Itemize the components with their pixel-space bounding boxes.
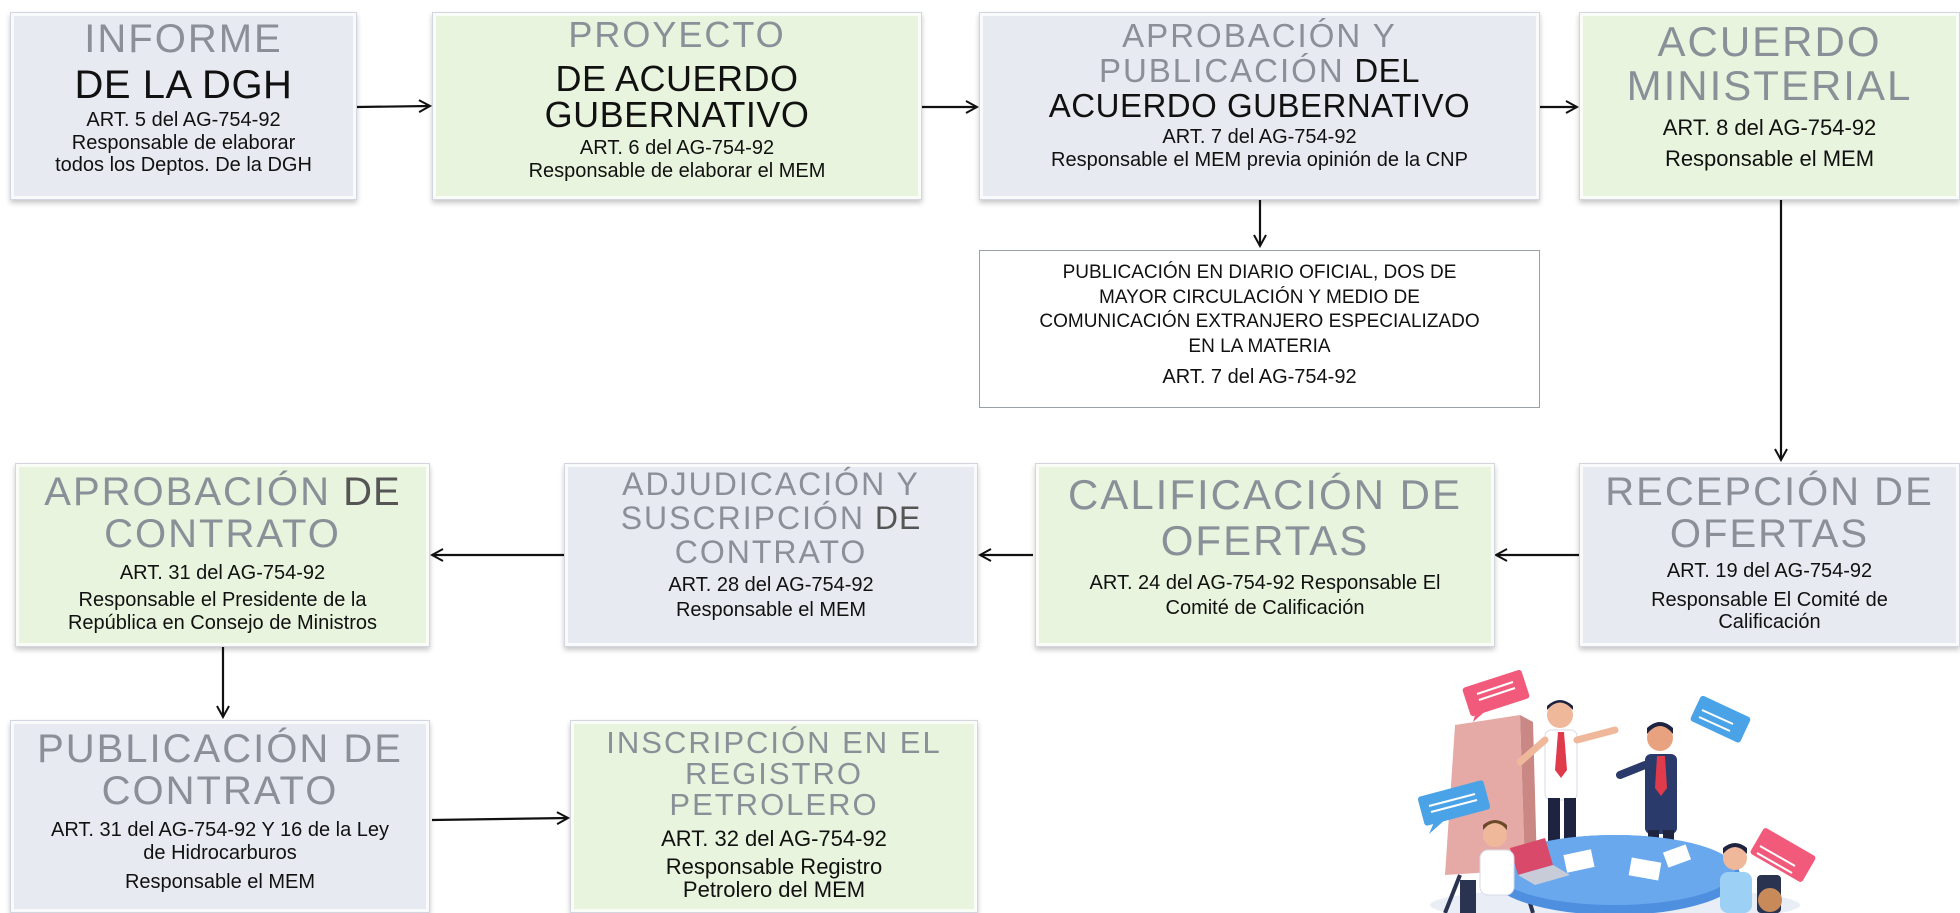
box-title-light: OFERTAS [1160, 517, 1370, 564]
box-title-light: RECEPCIÓN DE [1605, 470, 1934, 514]
calificacion-ofertas-box: CALIFICACIÓN DE OFERTAS ART. 24 del AG-7… [1035, 463, 1495, 647]
box-title-light: INSCRIPCIÓN EN EL [606, 725, 942, 760]
box-line: Calificación [1718, 611, 1821, 633]
box-title-light: REGISTRO [685, 756, 863, 791]
box-line: Petrolero del MEM [682, 877, 866, 903]
box-line: ART. 6 del AG-754-92 [579, 137, 775, 159]
box-title-light: ADJUDICACIÓN Y [622, 466, 920, 502]
box-line: Responsable de elaborar el MEM [528, 160, 826, 182]
box-line: ART. 31 del AG-754-92 [119, 562, 326, 584]
box-line: Responsable el Presidente de la [78, 589, 367, 611]
box-title-dark: DE [864, 500, 922, 536]
box-line: Responsable Registro [665, 854, 883, 880]
box-title-light: OFERTAS [1669, 512, 1870, 556]
box-line: COMUNICACIÓN EXTRANJERO ESPECIALIZADO [1039, 311, 1480, 333]
box-title-light: MINISTERIAL [1626, 62, 1913, 109]
team-meeting-illustration [1417, 670, 1816, 913]
box-line: MAYOR CIRCULACIÓN Y MEDIO DE [1099, 286, 1420, 308]
inscripcion-registro-box: INSCRIPCIÓN EN EL REGISTRO PETROLERO ART… [570, 720, 978, 913]
box-line: Responsable el MEM [124, 871, 316, 893]
box-line: ART. 19 del AG-754-92 [1666, 560, 1873, 582]
box-title-light: PETROLERO [669, 787, 879, 822]
box-line: ART. 31 del AG-754-92 Y 16 de la Ley [50, 819, 390, 841]
box-line: ART. 5 del AG-754-92 [86, 109, 281, 131]
box-title-light: PROYECTO [568, 14, 786, 55]
box-title-light: PUBLICACIÓN [1098, 52, 1345, 89]
box-line: Responsable de elaborar [71, 132, 296, 154]
box-title-mixed: APROBACIÓN DE [16, 472, 429, 512]
publicacion-diario-box: PUBLICACIÓN EN DIARIO OFICIAL, DOS DE MA… [979, 250, 1540, 408]
acuerdo-ministerial-box: ACUERDO MINISTERIAL ART. 8 del AG-754-92… [1579, 12, 1960, 200]
box-title-light: SUSCRIPCIÓN [620, 500, 865, 536]
box-line: ART. 7 del AG-754-92 [1162, 126, 1357, 148]
box-line: Responsable el MEM previa opinión de la … [1051, 149, 1468, 171]
box-title-light: CONTRATO [674, 534, 868, 570]
box-title-dark: DE ACUERDO [555, 58, 799, 99]
arrow-informe-to-proyecto [356, 106, 430, 107]
box-line: ART. 24 del AG-754-92 Responsable El [1089, 572, 1441, 594]
informe-dgh-box: INFORME DE LA DGH ART. 5 del AG-754-92 R… [10, 12, 357, 200]
aprobacion-contrato-box: APROBACIÓN DE CONTRATO ART. 31 del AG-75… [15, 463, 430, 647]
aprobacion-publicacion-box: APROBACIÓN Y PUBLICACIÓN DEL ACUERDO GUB… [979, 12, 1540, 200]
box-title-dark: ACUERDO GUBERNATIVO [1048, 87, 1471, 124]
box-title-light: APROBACIÓN Y [1122, 17, 1397, 54]
box-title-dark: DEL [1344, 52, 1421, 89]
box-title-light: CALIFICACIÓN DE [1067, 471, 1463, 518]
box-title-light: PUBLICACIÓN DE [37, 727, 403, 771]
box-line: PUBLICACIÓN EN DIARIO OFICIAL, DOS DE [1062, 262, 1457, 283]
box-line: EN LA MATERIA [1188, 336, 1331, 358]
box-line: ART. 28 del AG-754-92 [668, 574, 874, 596]
box-line: todos los Deptos. De la DGH [55, 154, 312, 176]
box-line: Comité de Calificación [1165, 597, 1365, 619]
box-title-dark: DE [331, 470, 401, 514]
box-title-light: CONTRATO [101, 769, 339, 813]
publicacion-contrato-box: PUBLICACIÓN DE CONTRATO ART. 31 del AG-7… [10, 720, 430, 913]
box-line: República en Consejo de Ministros [67, 612, 378, 634]
box-line: ART. 8 del AG-754-92 [1662, 115, 1877, 140]
box-line: ART. 7 del AG-754-92 [1162, 365, 1357, 388]
box-title-dark: GUBERNATIVO [544, 94, 810, 135]
arrow-publicacion-to-inscripcion [431, 818, 568, 820]
adjudicacion-suscripcion-box: ADJUDICACIÓN Y SUSCRIPCIÓN DE CONTRATO A… [564, 463, 978, 647]
box-title-light: CONTRATO [104, 512, 341, 556]
box-title-mixed: SUSCRIPCIÓN DE [565, 502, 977, 534]
box-line: Responsable El Comité de [1651, 589, 1888, 611]
recepcion-ofertas-box: RECEPCIÓN DE OFERTAS ART. 19 del AG-754-… [1579, 463, 1960, 647]
box-title-dark: DE LA DGH [74, 63, 293, 107]
box-title-light: APROBACIÓN [44, 470, 332, 514]
box-line: Responsable el MEM [675, 599, 867, 621]
proyecto-acuerdo-box: PROYECTO DE ACUERDO GUBERNATIVO ART. 6 d… [432, 12, 922, 200]
box-title-light: INFORME [84, 17, 283, 61]
box-line: de Hidrocarburos [143, 842, 297, 864]
box-line: ART. 32 del AG-754-92 [661, 826, 887, 851]
box-title-light: ACUERDO [1657, 18, 1882, 65]
box-title-mixed: PUBLICACIÓN DEL [980, 54, 1539, 87]
box-line: Responsable el MEM [1664, 146, 1875, 172]
